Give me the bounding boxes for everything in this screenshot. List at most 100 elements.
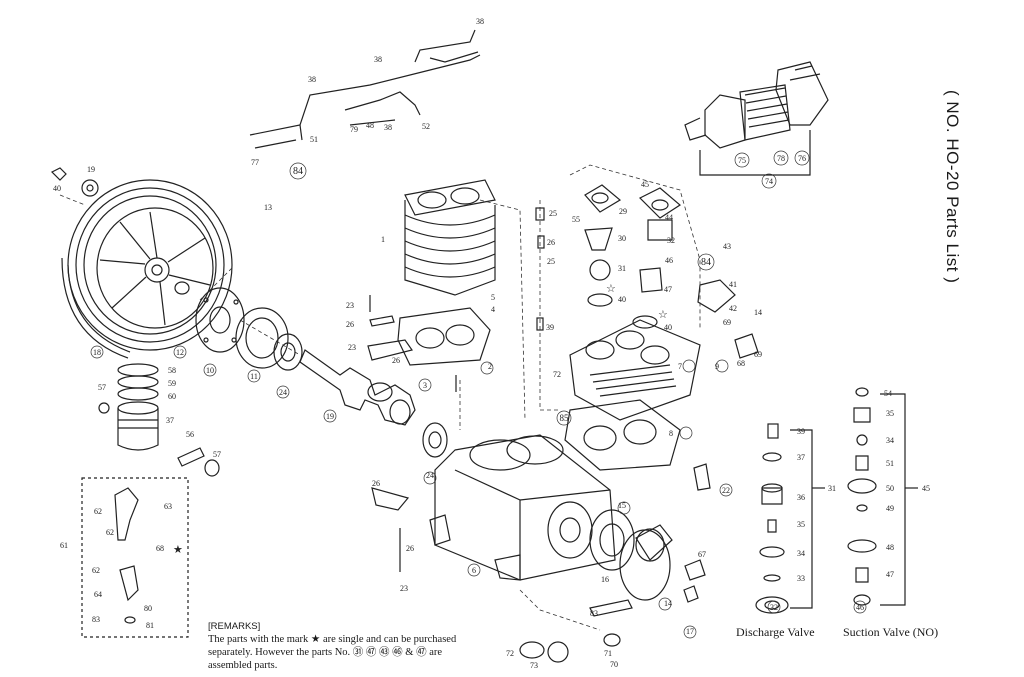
callout-57: 55 (572, 215, 580, 224)
callout-45: 45 (641, 180, 649, 189)
callout-19: 19 (87, 165, 95, 174)
callout-83: 80 (144, 604, 152, 613)
callout-76: 73 (530, 661, 538, 670)
callout-40b: 40 (664, 323, 672, 332)
callout-30: 30 (618, 234, 626, 243)
callout-36: 36 (797, 493, 805, 502)
callout-23: 40 (53, 184, 61, 193)
callout-63: 61 (60, 541, 68, 550)
callout-79: 76 (798, 154, 806, 163)
callout-54: 52 (422, 122, 430, 131)
callout-26: 25 (549, 209, 557, 218)
callout-80: 77 (251, 158, 259, 167)
callout-38: 38 (308, 75, 316, 84)
callout-72: 69 (723, 318, 731, 327)
callout-75b: 72 (553, 370, 561, 379)
callout-41: 41 (729, 280, 737, 289)
callout-25a: 24 (279, 388, 287, 397)
cylinder-block (404, 179, 496, 296)
callout-8: 8 (669, 429, 673, 438)
callout-46: 46 (665, 256, 673, 265)
callout-47: 47 (664, 285, 672, 294)
callout-75: 72 (506, 649, 514, 658)
discharge-valve-stack (755, 423, 789, 614)
callout-32b: 32 (770, 603, 778, 612)
callout-2: 2 (488, 362, 492, 371)
marker-A: 84 (293, 166, 303, 177)
callout-65: 63 (164, 502, 172, 511)
callout-34b: 34 (886, 436, 894, 445)
page-title: ( NO. HO-20 Parts List ) (943, 90, 962, 284)
callout-50: 48 (366, 121, 374, 130)
callout-47b: 45 (922, 484, 930, 493)
callout-13: 13 (264, 203, 272, 212)
callout-59: 57 (98, 383, 106, 392)
callout-28: 26 (346, 320, 354, 329)
callout-6: 6 (472, 566, 476, 575)
crankcase (429, 434, 616, 581)
remarks-line-2: separately. However the parts No. ㉛ ㊼ ㊸ … (208, 647, 443, 658)
callout-39b: 39 (797, 427, 805, 436)
callout-38b: 38 (374, 55, 382, 64)
callout-61: 59 (168, 379, 176, 388)
callout-77: 74 (765, 177, 773, 186)
callout-40: 40 (618, 295, 626, 304)
suction-valve-stack (847, 387, 877, 606)
callout-50b: 48 (886, 543, 894, 552)
callout-44: 44 (665, 213, 673, 222)
star-marks: ☆ ☆ ★ (173, 283, 668, 556)
callout-49: 47 (886, 570, 894, 579)
remarks-block: [REMARKS] The parts with the mark ★ are … (208, 620, 508, 672)
callout-23b: 19 (326, 412, 334, 421)
callout-43: 43 (723, 242, 731, 251)
callout-60: 58 (168, 366, 176, 375)
callout-84: 81 (146, 621, 154, 630)
callout-64b: 62 (106, 528, 114, 537)
callout-37b: 37 (797, 453, 805, 462)
svg-text:★: ★ (173, 544, 183, 556)
callout-31: 31 (618, 264, 626, 273)
svg-text:☆: ☆ (606, 283, 616, 295)
callout-15: 15 (618, 501, 626, 510)
callout-3: 3 (423, 381, 427, 390)
callout-73: 70 (610, 660, 618, 669)
callout-22: 22 (722, 486, 730, 495)
callout-7: 7 (678, 362, 682, 371)
callout-32: 32 (667, 236, 675, 245)
callout-58: 56 (186, 430, 194, 439)
remarks-line-3: assembled parts. (208, 660, 278, 671)
callout-numbers: 40 19 13 18 12 10 11 24 58 59 60 37 57 5… (53, 17, 930, 670)
callout-5: 5 (491, 293, 495, 302)
crankshaft (299, 349, 416, 426)
callout-67: 64 (94, 590, 102, 599)
callout-10: 10 (206, 366, 214, 375)
callout-24: 23 (346, 301, 354, 310)
callout-86b: 83 (92, 615, 100, 624)
callout-71: 68 (156, 544, 164, 553)
callout-72b: 69 (754, 350, 762, 359)
callout-12: 12 (176, 348, 184, 357)
callout-24c: 23 (400, 584, 408, 593)
callout-1: 1 (381, 235, 385, 244)
air-filter (684, 61, 829, 149)
callout-31b: 31 (828, 484, 836, 493)
callout-56: 54 (884, 389, 892, 398)
callout-42: 42 (729, 304, 737, 313)
callout-82: 79 (350, 125, 358, 134)
callout-34: 34 (797, 549, 805, 558)
callout-53b: 51 (886, 459, 894, 468)
flywheel (61, 179, 233, 359)
callout-17: 17 (686, 627, 694, 636)
cylinder-head (569, 319, 701, 421)
suction-valve-caption: Suction Valve (NO) (843, 625, 939, 639)
callout-53: 51 (310, 135, 318, 144)
callout-11: 11 (250, 372, 258, 381)
callout-18: 18 (93, 348, 101, 357)
svg-text:☆: ☆ (658, 309, 668, 321)
callout-62: 60 (168, 392, 176, 401)
discharge-valve-caption: Discharge Valve (736, 625, 815, 639)
callout-81: 78 (777, 154, 785, 163)
callout-78: 75 (738, 156, 746, 165)
callout-37: 37 (166, 416, 174, 425)
